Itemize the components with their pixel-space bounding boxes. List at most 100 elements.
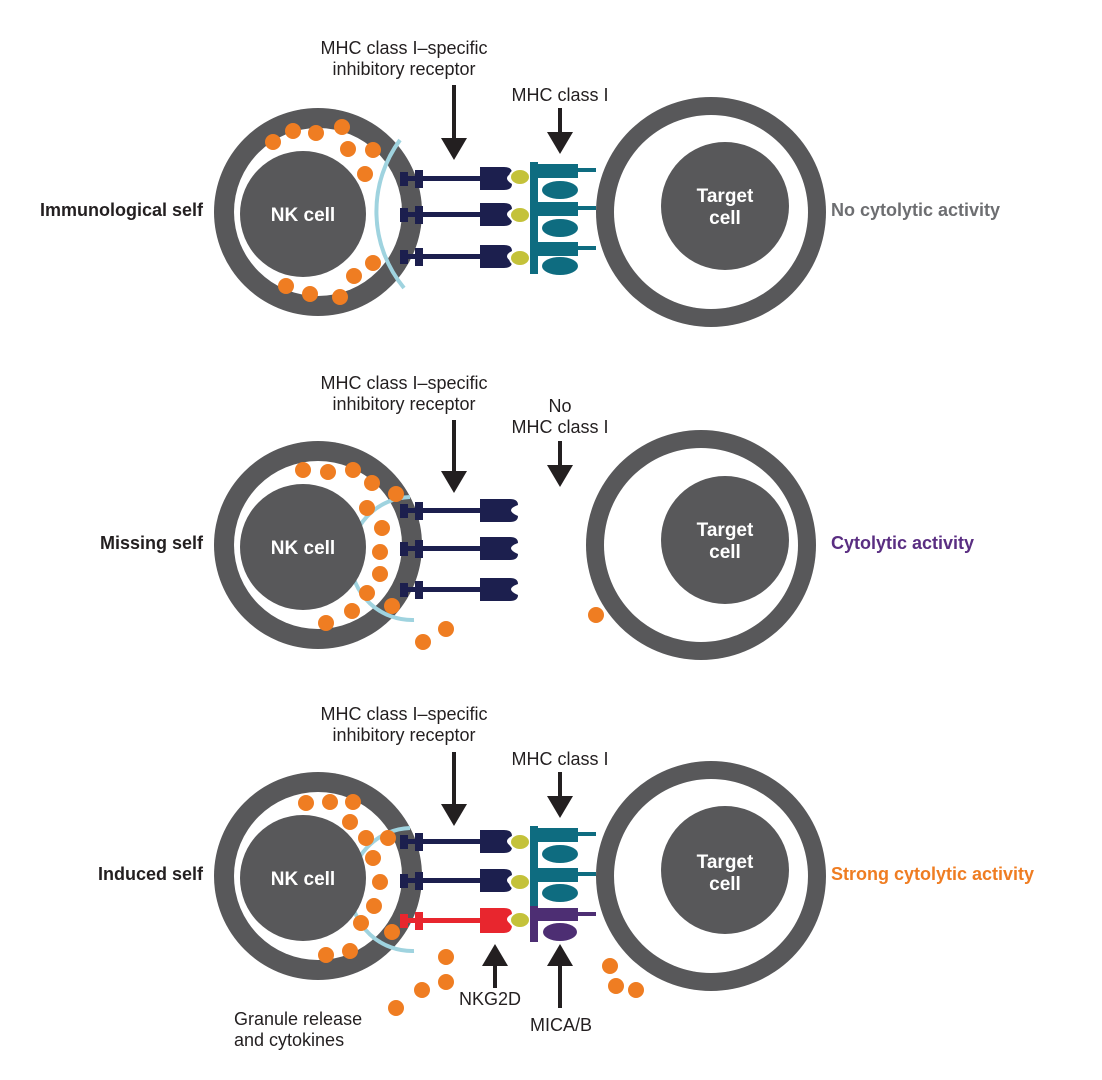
target-cell-nucleus [661, 142, 789, 270]
synapse-arc [374, 138, 406, 290]
granule [602, 958, 618, 974]
inhibitory-receptors [400, 830, 512, 892]
granule [285, 123, 301, 139]
granule [438, 621, 454, 637]
inhibitory-receptor [400, 830, 512, 853]
target-cell-label-line2: cell [709, 542, 741, 563]
granule-release-label-line1: Granule release [234, 1009, 362, 1029]
receptor-label-line1: MHC class I–specific [320, 38, 487, 58]
nk-cell-label: NK cell [271, 869, 335, 890]
granule [366, 898, 382, 914]
granule [365, 850, 381, 866]
mica-b-ligand [509, 906, 596, 942]
granule [342, 943, 358, 959]
receptor-label-line1: MHC class I–specific [320, 704, 487, 724]
granule [340, 141, 356, 157]
granule [372, 544, 388, 560]
granule [332, 289, 348, 305]
inhibitory-receptor [400, 499, 518, 522]
granule [608, 978, 624, 994]
granule [365, 142, 381, 158]
granule [345, 794, 361, 810]
granule [357, 166, 373, 182]
granule [265, 134, 281, 150]
target-cell-nucleus [661, 476, 789, 604]
mhc-class-i [509, 826, 596, 866]
granule [318, 615, 334, 631]
target-cell-label-line2: cell [709, 208, 741, 229]
target-cell: Target cell [596, 761, 826, 991]
row-label: Missing self [100, 533, 204, 553]
mhc-label-line2: MHC class I [511, 749, 608, 769]
granule [438, 974, 454, 990]
outcome-label: Cytolytic activity [831, 533, 974, 553]
granule [414, 982, 430, 998]
granule [438, 949, 454, 965]
granule [298, 795, 314, 811]
mhc-class-i [509, 162, 596, 202]
nk-cell-label: NK cell [271, 538, 335, 559]
granule [318, 947, 334, 963]
inhibitory-receptor [400, 537, 518, 560]
mhc-arrow [547, 441, 573, 487]
granule [308, 125, 324, 141]
granule [628, 982, 644, 998]
mhc-class-i [509, 866, 596, 906]
target-cell-nucleus [661, 806, 789, 934]
granule [384, 924, 400, 940]
receptor-label-line2: inhibitory receptor [332, 59, 475, 79]
mhc-class-i-molecules [509, 826, 596, 906]
inhibitory-receptor [400, 245, 512, 268]
granule [380, 830, 396, 846]
nk-cell-nucleus [240, 484, 366, 610]
receptor-label-line2: inhibitory receptor [332, 394, 475, 414]
granules [295, 462, 604, 650]
granule [359, 500, 375, 516]
mhc-class-i [509, 200, 596, 240]
outcome-label: Strong cytolytic activity [831, 864, 1034, 884]
inhibitory-receptors [400, 167, 512, 268]
nk-cell-nucleus [240, 151, 366, 277]
mhc-arrow [547, 772, 573, 818]
granules [298, 794, 644, 1016]
granule [374, 520, 390, 536]
outcome-label: No cytolytic activity [831, 200, 1000, 220]
nkg2d-label: NKG2D [459, 989, 521, 1009]
mhc-arrow [547, 108, 573, 154]
granule [342, 814, 358, 830]
receptor-arrow [441, 752, 467, 826]
granule [278, 278, 294, 294]
granule [388, 486, 404, 502]
granule [346, 268, 362, 284]
granule [359, 585, 375, 601]
granule [388, 1000, 404, 1016]
target-cell-label-line1: Target [697, 852, 754, 873]
inhibitory-receptor [400, 578, 518, 601]
mhc-class-i-molecules [509, 162, 596, 275]
row-label: Induced self [98, 864, 204, 884]
target-cell: Target cell [586, 430, 816, 660]
row-label: Immunological self [40, 200, 204, 220]
granule [415, 634, 431, 650]
receptor-label-line1: MHC class I–specific [320, 373, 487, 393]
inhibitory-receptors [400, 499, 518, 601]
granule [334, 119, 350, 135]
nkg2d-arrow [482, 944, 508, 988]
target-cell-label-line2: cell [709, 874, 741, 895]
panel-induced-self: Induced self NK cell [98, 704, 1034, 1050]
granule [372, 566, 388, 582]
nk-cell: NK cell [214, 441, 422, 649]
nk-cell-nucleus [240, 815, 366, 941]
inhibitory-receptor [400, 203, 512, 226]
granule [588, 607, 604, 623]
nkg2d-receptor [400, 908, 512, 933]
panel-immunological-self: Immunological self NK cell [40, 38, 1000, 327]
target-cell-label-line1: Target [697, 520, 754, 541]
panel-missing-self: Missing self NK cell [100, 373, 974, 660]
target-cell: Target cell [596, 97, 826, 327]
granule [345, 462, 361, 478]
inhibitory-receptor [400, 869, 512, 892]
mhc-label-line2: MHC class I [511, 85, 608, 105]
granule [302, 286, 318, 302]
